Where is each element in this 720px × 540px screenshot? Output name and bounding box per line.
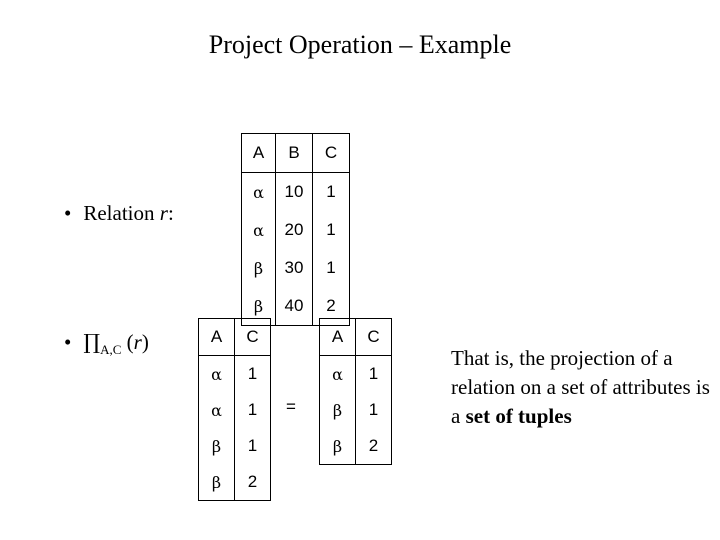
table-cell: 30 — [275, 249, 313, 287]
table-cell: 1 — [234, 392, 271, 428]
explanation-note: That is, the projection of a relation on… — [451, 344, 713, 431]
bullet-projection: • ∏A,C (r) — [64, 330, 149, 358]
table-cell: 1 — [312, 211, 350, 249]
table-cell: β — [319, 428, 356, 465]
table-cell: β — [241, 249, 276, 287]
table-cell: 2 — [355, 428, 392, 465]
table-cell: α — [241, 172, 276, 211]
table-cell: β — [319, 392, 356, 428]
table-cell: 1 — [234, 355, 271, 392]
bullet-dot: • — [64, 201, 72, 225]
column-header: C — [355, 318, 392, 356]
table-cell: 1 — [312, 249, 350, 287]
table-cell: 1 — [355, 355, 392, 392]
relation-var: r — [159, 201, 168, 225]
projection-operator: ∏ — [83, 330, 101, 354]
projection-subscript: A,C — [100, 342, 122, 358]
column-header: A — [198, 318, 235, 356]
projection-open-paren: ( — [121, 330, 134, 354]
table-cell: α — [198, 355, 235, 392]
bullet-dot: • — [64, 330, 72, 354]
projection-var: r — [133, 330, 142, 354]
slide-title: Project Operation – Example — [208, 30, 512, 59]
table-cell: 1 — [355, 392, 392, 428]
column-header: C — [312, 133, 350, 173]
table-cell: α — [198, 392, 235, 428]
table-cell: 40 — [275, 287, 313, 326]
table-cell: α — [319, 355, 356, 392]
table-cell: 1 — [234, 428, 271, 464]
table-cell: β — [198, 428, 235, 464]
table-cell: β — [198, 464, 235, 501]
column-header: A — [319, 318, 356, 356]
table-cell: α — [241, 211, 276, 249]
note-bold: set of tuples — [465, 404, 572, 428]
note-text: That is, the projection of a relation on… — [451, 346, 710, 428]
table-cell: 1 — [312, 172, 350, 211]
column-header: C — [234, 318, 271, 356]
table-cell: 2 — [234, 464, 271, 501]
table-cell: 20 — [275, 211, 313, 249]
column-header: B — [275, 133, 313, 173]
bullet-relation: • Relation r: — [64, 201, 174, 226]
relation-label: Relation — [83, 201, 160, 225]
relation-colon: : — [167, 201, 174, 225]
table-cell: 10 — [275, 172, 313, 211]
column-header: A — [241, 133, 276, 173]
equals-sign: = — [286, 397, 296, 416]
projection-close-paren: ) — [141, 330, 149, 354]
